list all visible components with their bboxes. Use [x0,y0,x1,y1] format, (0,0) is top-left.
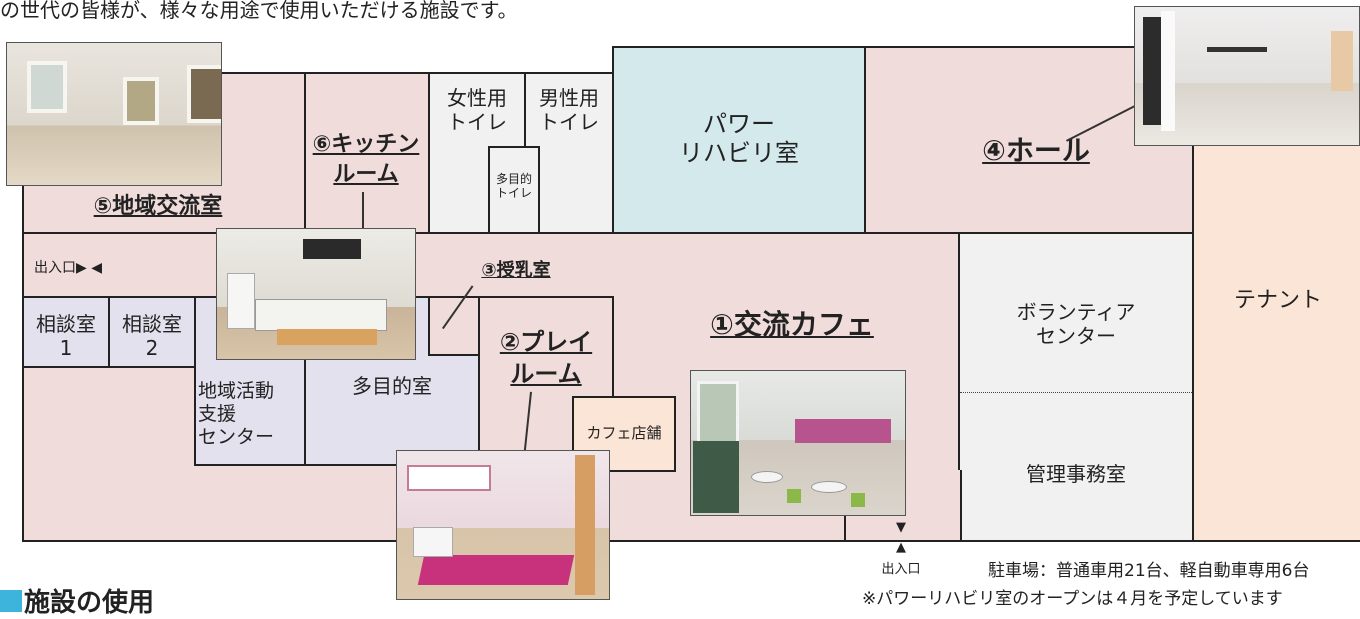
play-room-label-1: ②プレイ [499,328,593,356]
multi-purpose-label: 多目的室 [352,374,432,398]
section-heading: 施設の使用 [24,588,155,618]
entrance-arrow-up: ▲ [896,540,906,555]
photo-cafe [690,370,906,516]
photo-counter [255,299,387,331]
photo-counter [795,419,891,443]
photo-table [751,471,783,483]
office-label: 管理事務室 [1026,462,1126,486]
intro-text: の世代の皆様が、様々な用途で使用いただける施設です。 [0,0,518,22]
photo-pillar [575,455,595,595]
volunteer-label: ボランティア センター [1016,300,1136,348]
photo-wall-panel [407,465,491,491]
consult-room-2-label: 相談室 2 [122,312,182,360]
parking-note: 駐車場：普通車用21台、軽自動車専用6台 [988,561,1310,581]
photo-hall [1134,6,1360,146]
photo-wall-panel [1161,11,1175,131]
kitchen-label-1: ⑥キッチン [312,132,420,157]
entrance-arrow-down: ▼ [896,520,906,535]
photo-cabinet [227,273,255,329]
volunteer-office-divider [960,392,1192,393]
nursing-room [428,296,480,356]
men-toilet-label: 男性用 トイレ [539,86,599,134]
photo-chair [787,489,801,503]
photo-table [811,481,847,493]
photo-kitchen [216,228,416,360]
photo-wall-dark [1143,17,1161,125]
cafe-label: ①交流カフェ [710,308,874,341]
kitchen-label-2: ルーム [333,162,399,187]
photo-hood [303,239,361,259]
tenant-label: テナント [1233,288,1322,313]
hall-label: ④ホール [982,134,1090,167]
photo-pink-mat [417,555,575,585]
multi-toilet-label: 多目的 トイレ [495,172,532,201]
consult-room-1-label: 相談室 1 [36,312,96,360]
entrance-west-label: 出入口▶ ◀ [34,260,102,276]
photo-chair [851,493,865,507]
leader-kitchen [362,192,364,230]
women-toilet-label: 女性用 トイレ [447,86,507,134]
power-rehab-label: パワー リハビリ室 [679,110,799,167]
photo-light [1207,47,1267,52]
volunteer-center [958,232,1194,542]
multi-toilet [488,146,540,234]
photo-chiiki-koryu [6,42,222,186]
support-center-label: 地域活動 支援 センター [198,380,275,448]
chiiki-koryu-label: ⑤地域交流室 [93,194,223,219]
photo-window [187,65,221,123]
photo-window [123,77,159,125]
entrance-south-label: 出入口 [881,562,921,577]
power-rehab-room [612,46,866,234]
play-room-label-2: ルーム [510,360,582,388]
photo-partition [693,441,739,513]
nursing-label: ③授乳室 [481,260,551,281]
photo-door [1331,31,1353,91]
heading-marker [0,590,22,612]
consult-room-2 [108,296,196,368]
cafe-shop-label: カフェ店舗 [586,424,662,442]
photo-window [27,61,67,113]
photo-play-room [396,450,610,600]
photo-drawers [277,329,377,345]
rehab-note: ※パワーリハビリ室のオープンは４月を予定しています [862,589,1283,609]
photo-shelf [413,527,453,557]
